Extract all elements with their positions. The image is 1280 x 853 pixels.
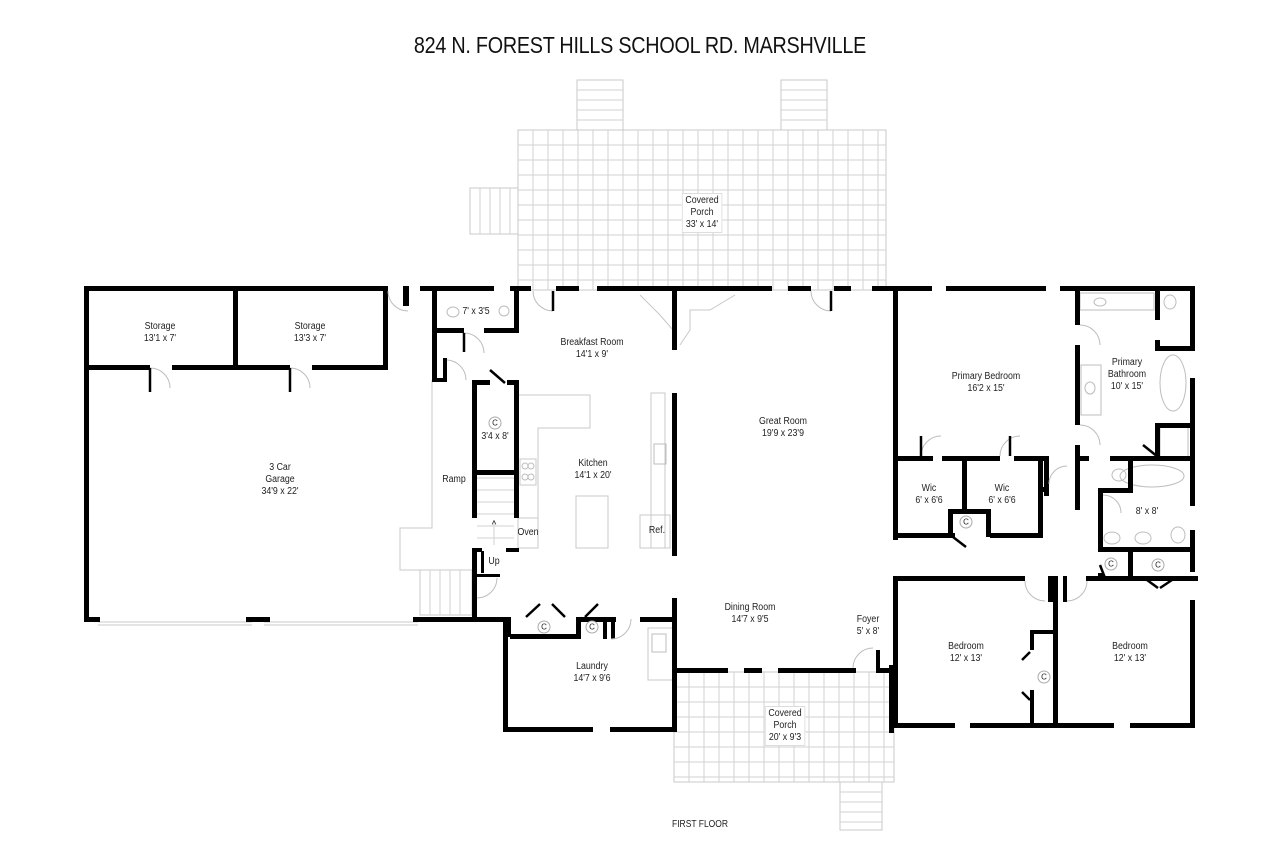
half-bath-label: 7' x 3'5 — [462, 306, 489, 318]
room-dimensions: 6' x 6'6 — [988, 495, 1016, 506]
room-dimensions: 8' x 8' — [1135, 506, 1159, 517]
room-dimensions: 16'2 x 15' — [967, 383, 1005, 394]
closet-badge: C — [537, 620, 551, 634]
room-dimensions: 14'7 x 9'6 — [573, 673, 611, 684]
closet-badge: C — [1037, 670, 1051, 684]
laundry-label: Laundry 14'7 x 9'6 — [573, 661, 610, 685]
room-name: Laundry — [576, 661, 608, 672]
closet-badge: C — [1104, 557, 1118, 571]
kitchen-label: Kitchen 14'1 x 20' — [574, 458, 611, 482]
room-name: Primary — [1111, 357, 1143, 368]
closet-badge: C — [1151, 558, 1165, 572]
room-name: Garage — [265, 474, 295, 485]
storage-2-label: Storage 13'3 x 7' — [294, 321, 326, 345]
room-dimensions: 6' x 6'6 — [915, 495, 943, 506]
storage-1-label: Storage 13'1 x 7' — [144, 321, 176, 345]
room-name: 3 Car — [269, 462, 291, 473]
room-name: Wic — [921, 483, 937, 494]
room-name: Dining Room — [724, 602, 776, 613]
room-name: Bedroom — [948, 641, 984, 652]
room-name: Porch — [690, 207, 714, 218]
room-name: Wic — [994, 483, 1010, 494]
walls — [84, 286, 1198, 733]
room-dimensions: 12' x 13' — [949, 653, 983, 664]
hall-bath-label: 8' x 8' — [1136, 506, 1158, 518]
front-porch-grid — [673, 671, 895, 831]
stairs-arrow-icon: ^ — [491, 519, 497, 531]
room-dimensions: 33' x 14' — [685, 219, 719, 230]
room-name: Foyer — [856, 614, 880, 625]
closet-badge: C — [959, 515, 973, 529]
oven-label: Oven — [517, 527, 539, 538]
bedroom-2-label: Bedroom 12' x 13' — [1112, 641, 1148, 665]
plan-title: 824 N. FOREST HILLS SCHOOL RD. MARSHVILL… — [413, 32, 867, 58]
breakfast-room-label: Breakfast Room 14'1 x 9' — [560, 337, 623, 361]
room-name: Kitchen — [578, 458, 608, 469]
interior-light-lines — [98, 292, 1189, 681]
room-name: Bedroom — [1112, 641, 1148, 652]
garage-label: 3 Car Garage 34'9 x 22' — [261, 462, 298, 498]
ramp-label: Ramp — [442, 474, 466, 485]
room-name: Covered — [685, 195, 719, 206]
room-name: Primary Bedroom — [951, 371, 1021, 382]
front-covered-porch-label: Covered Porch 20' x 9'3 — [764, 706, 806, 746]
rear-porch-grid — [469, 79, 887, 291]
room-dimensions: 14'1 x 20' — [574, 470, 612, 481]
bedroom-1-label: Bedroom 12' x 13' — [948, 641, 984, 665]
room-dimensions: 3'4 x 8' — [481, 431, 509, 442]
wic-1-label: Wic 6' x 6'6 — [915, 483, 942, 507]
room-name: Great Room — [759, 416, 807, 427]
foyer-label: Foyer 5' x 8' — [857, 614, 879, 638]
closet-badge: C — [488, 416, 502, 430]
primary-bathroom-label: Primary Bathroom 10' x 15' — [1108, 357, 1146, 393]
room-name: Breakfast Room — [560, 337, 624, 348]
room-name: Covered — [768, 708, 802, 719]
room-dimensions: 13'1 x 7' — [143, 333, 177, 344]
room-name: Storage — [294, 321, 326, 332]
wic-2-label: Wic 6' x 6'6 — [988, 483, 1015, 507]
closet-badge: C — [585, 620, 599, 634]
room-dimensions: 19'9 x 23'9 — [761, 428, 805, 439]
room-dimensions: 12' x 13' — [1113, 653, 1147, 664]
primary-bedroom-label: Primary Bedroom 16'2 x 15' — [952, 371, 1020, 395]
refrigerator-label: Ref. — [648, 525, 666, 536]
room-dimensions: 14'1 x 9' — [575, 349, 609, 360]
room-dimensions: 13'3 x 7' — [293, 333, 327, 344]
room-dimensions: 20' x 9'3 — [768, 732, 802, 743]
room-name: Storage — [144, 321, 176, 332]
room-dimensions: 7' x 3'5 — [462, 306, 490, 317]
room-dimensions: 10' x 15' — [1110, 381, 1144, 392]
rear-covered-porch-label: Covered Porch 33' x 14' — [681, 193, 723, 233]
room-dimensions: 5' x 8' — [856, 626, 880, 637]
room-name: Bathroom — [1107, 369, 1147, 380]
pantry-closet-label: 3'4 x 8' — [481, 431, 508, 443]
door-swings — [148, 290, 1173, 701]
room-dimensions: 34'9 x 22' — [261, 486, 299, 497]
room-name: Porch — [773, 720, 797, 731]
stairs-up-label: Up — [488, 556, 500, 567]
great-room-label: Great Room 19'9 x 23'9 — [759, 416, 807, 440]
dining-room-label: Dining Room 14'7 x 9'5 — [725, 602, 776, 626]
room-dimensions: 14'7 x 9'5 — [731, 614, 769, 625]
floor-label: FIRST FLOOR — [672, 819, 729, 830]
